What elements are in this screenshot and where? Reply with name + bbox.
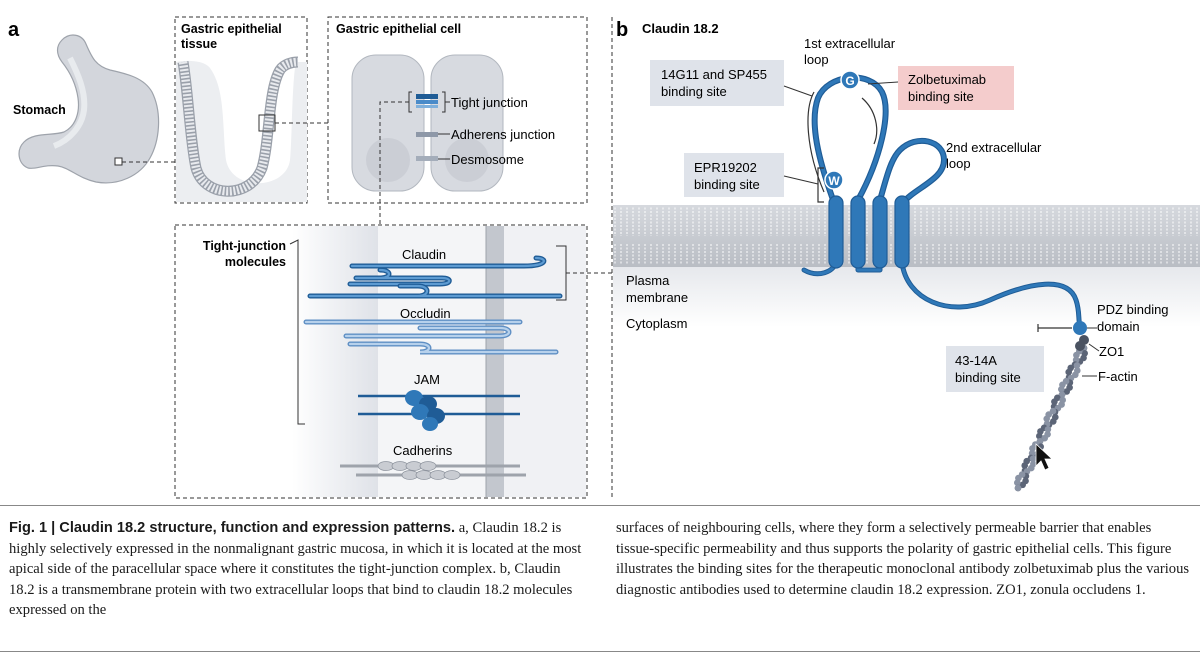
actin-bead [1041, 434, 1048, 442]
caption-left-body: a, Claudin 18.2 is highly selectively ex… [9, 520, 582, 619]
actin-bead [1051, 398, 1058, 406]
residue-g: G [840, 70, 860, 90]
antibody-brackets [807, 91, 1072, 332]
desmosome-label: Desmosome [451, 152, 524, 167]
stomach-label: Stomach [13, 103, 66, 117]
actin-bead [1058, 386, 1065, 393]
claudin-label: Claudin [402, 247, 446, 262]
zo1-protein [1073, 321, 1089, 351]
occludin-molecules [303, 319, 559, 355]
bottom-rule [0, 651, 1200, 652]
actin-bead [1065, 368, 1072, 376]
zo1-label: ZO1 [1099, 344, 1124, 359]
panel-b-letter: b [616, 19, 628, 41]
site-14g11-box [650, 60, 784, 106]
stomach-illustration [18, 34, 160, 184]
f-actin-filament [1014, 344, 1088, 492]
actin-bead [1021, 462, 1028, 469]
actin-bead [1073, 351, 1080, 359]
tight-junction-label: Tight junction [451, 95, 528, 110]
cadherins-label: Cadherins [393, 443, 453, 458]
residue-w: W [824, 170, 844, 190]
figure-label: Fig. 1 | Claudin 18.2 structure, functio… [9, 520, 456, 536]
panel-a-letter: a [8, 19, 20, 41]
claudin-molecules [307, 255, 563, 299]
transmembrane-helices [828, 195, 910, 269]
actin-bead [1036, 438, 1044, 445]
actin-bead [1014, 479, 1021, 487]
cursor-icon [1035, 443, 1054, 471]
caption-right-body: surfaces of neighbouring cells, where th… [616, 520, 1190, 598]
svg-text:W: W [828, 174, 840, 188]
actin-bead [1058, 391, 1066, 399]
svg-text:G: G [845, 74, 854, 88]
caption-left: Fig. 1 | Claudin 18.2 structure, functio… [9, 518, 589, 621]
tissue-villi [176, 56, 307, 203]
actin-bead [1029, 455, 1037, 463]
cell-title: Gastric epithelial cell [336, 22, 461, 36]
factin-label: F-actin [1098, 369, 1138, 384]
top-rule [0, 505, 1200, 506]
actin-bead [1019, 481, 1026, 489]
actin-bead [1043, 415, 1050, 423]
actin-bead [1029, 445, 1036, 452]
caption-right: surfaces of neighbouring cells, where th… [616, 518, 1191, 600]
site-epr-box [684, 153, 784, 197]
jam-molecules [358, 390, 520, 431]
actin-bead [1063, 388, 1070, 395]
molecules-box [174, 224, 588, 499]
cadherin-molecules [340, 461, 526, 480]
occludin-label: Occludin [400, 306, 451, 321]
actin-bead [1036, 432, 1043, 440]
epithelial-cells [351, 54, 504, 192]
adherens-junction-label: Adherens junction [451, 127, 555, 142]
jam-label: JAM [414, 372, 440, 387]
actin-bead [1073, 362, 1081, 369]
actin-bead [1044, 426, 1052, 433]
cytoplasm-label: Cytoplasm [626, 316, 687, 331]
site-zolbe-box [898, 66, 1014, 110]
site-43-box [946, 346, 1044, 392]
actin-bead [1014, 484, 1022, 492]
cell-box [327, 16, 588, 204]
panel-b-title: Claudin 18.2 [642, 21, 719, 36]
